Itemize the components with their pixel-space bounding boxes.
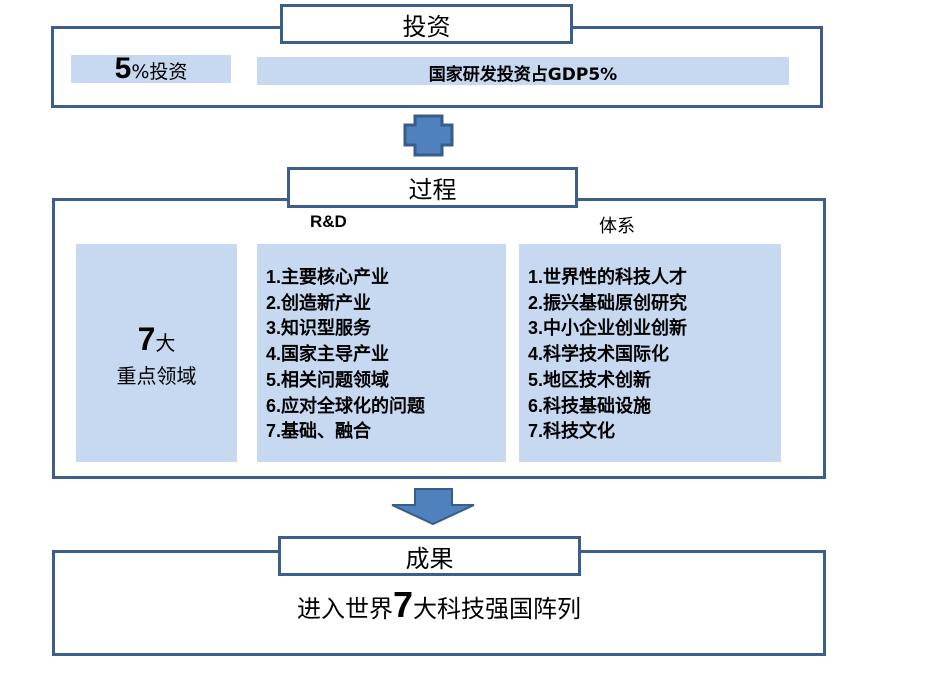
- rd-list: 1.主要核心产业 2.创造新产业 3.知识型服务 4.国家主导产业 5.相关问题…: [266, 265, 425, 445]
- investment-label-text: %投资: [131, 61, 188, 83]
- system-heading: 体系: [599, 216, 635, 237]
- result-title: 成果: [405, 544, 454, 573]
- list-item: 3.知识型服务: [266, 318, 372, 340]
- plus-arrow-icon: [403, 114, 454, 157]
- list-item: 3.中小企业创业创新: [528, 318, 688, 340]
- result-text-after: 大科技强国阵列: [413, 595, 582, 623]
- investment-label-box: [71, 55, 231, 83]
- list-item: 4.科学技术国际化: [528, 344, 670, 366]
- list-item: 5.相关问题领域: [266, 369, 390, 391]
- result-text-before: 进入世界: [296, 595, 393, 623]
- investment-description-box: [257, 57, 789, 85]
- list-item: 7.基础、融合: [266, 421, 372, 443]
- list-item: 4.国家主导产业: [266, 344, 390, 366]
- process-title-box: 过程: [287, 167, 578, 208]
- system-list-box: [519, 244, 781, 462]
- list-item: 1.世界性的科技人才: [528, 267, 688, 288]
- rd-heading: R&D: [310, 212, 347, 231]
- list-item: 1.主要核心产业: [266, 267, 390, 288]
- plus-arrow-shape: [403, 114, 454, 157]
- process-title: 过程: [408, 176, 457, 204]
- investment-title-box: 投资: [280, 4, 573, 44]
- focus-areas-box: [76, 244, 237, 462]
- focus-areas-number-suffix: 大: [155, 331, 176, 355]
- list-item: 6.科技基础设施: [528, 395, 652, 417]
- focus-areas-number: 7: [137, 321, 156, 357]
- result-title-box: 成果: [278, 536, 581, 576]
- list-item: 7.科技文化: [528, 421, 616, 443]
- list-item: 2.创造新产业: [266, 292, 372, 314]
- investment-title: 投资: [402, 12, 451, 41]
- investment-label-number: 5: [114, 52, 132, 85]
- focus-areas-text: 重点领域: [116, 364, 197, 388]
- result-text: 进入世界7大科技强国阵列: [52, 584, 826, 626]
- list-item: 6.应对全球化的问题: [266, 395, 426, 417]
- system-list: 1.世界性的科技人才 2.振兴基础原创研究 3.中小企业创业创新 4.科学技术国…: [528, 265, 687, 445]
- focus-areas-label: 7大 重点领域: [76, 322, 237, 390]
- list-item: 2.振兴基础原创研究: [528, 292, 688, 314]
- rd-list-box: [257, 244, 506, 462]
- investment-description: 国家研发投资占GDP5%: [428, 65, 618, 85]
- investment-label: 5%投资: [71, 52, 231, 86]
- list-item: 5.地区技术创新: [528, 369, 652, 391]
- down-arrow-shape: [391, 488, 475, 526]
- result-text-number: 7: [392, 584, 414, 625]
- down-arrow-icon: [391, 488, 475, 526]
